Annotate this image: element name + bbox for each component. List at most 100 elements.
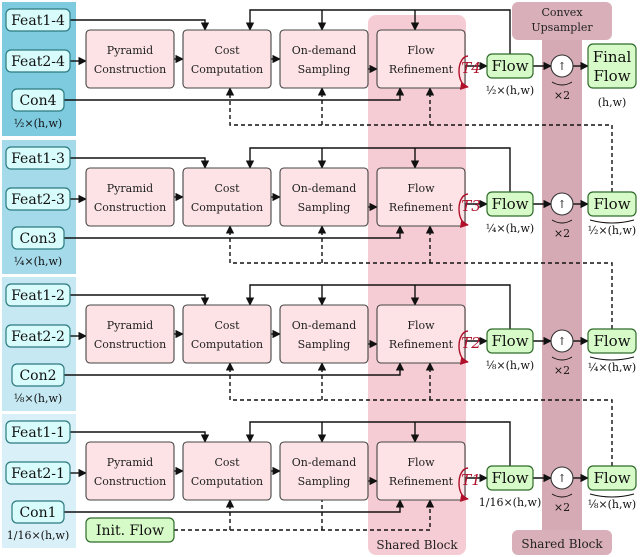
pyramid-construction-box xyxy=(85,304,175,364)
pyramid-construction-line2: Construction xyxy=(94,201,166,214)
flow-scale-label: ⅛×(h,w) xyxy=(486,359,534,372)
feat1-input-label: Feat1-1 xyxy=(11,425,65,441)
upsampled-flow-scale: ½×(h,w) xyxy=(588,224,636,237)
context-scale-label: ½×(h,w) xyxy=(14,117,62,130)
context-to-refinement-edge xyxy=(64,225,405,239)
init-flow-cost-edge xyxy=(174,499,235,531)
pyramid-construction-line2: Construction xyxy=(94,63,166,76)
shared-block-label: Shared Block xyxy=(376,538,458,552)
upsample-brace xyxy=(551,356,573,361)
flow-feedback-cost-edge xyxy=(245,9,511,54)
output-brace xyxy=(589,356,635,361)
pyramid-construction-line2: Construction xyxy=(94,338,166,351)
on-demand-sampling-line1: On-demand xyxy=(292,182,357,195)
upsampled-flow-box xyxy=(587,328,637,354)
cost-computation-line1: Cost xyxy=(214,456,240,469)
feat2-input-box xyxy=(5,49,71,73)
feat1-input-box xyxy=(5,8,71,32)
pyramid-construction-line1: Pyramid xyxy=(107,44,153,57)
flow-scale-label: ½×(h,w) xyxy=(486,84,534,97)
t-iteration-arrow xyxy=(458,193,469,228)
flow-refinement-line1: Flow xyxy=(407,456,435,469)
upsample-symbol: ↑ xyxy=(557,198,566,211)
upsample-factor-label: ×2 xyxy=(554,501,570,514)
t-iteration-label: T4 xyxy=(461,59,481,77)
on-demand-sampling-box xyxy=(279,167,369,227)
on-demand-sampling-line2: Sampling xyxy=(298,475,351,488)
cost-computation-box xyxy=(182,304,272,364)
upsampler-label-line1: Convex xyxy=(541,6,583,19)
cost-computation-line1: Cost xyxy=(214,319,240,332)
context-to-refinement-edge xyxy=(64,499,405,513)
flow-refinement-line2: Refinement xyxy=(389,338,454,351)
flow-box xyxy=(486,191,534,217)
context-input-label: Con2 xyxy=(19,368,56,384)
flow-refinement-line1: Flow xyxy=(407,319,435,332)
context-input-box xyxy=(11,363,65,387)
upsample-brace xyxy=(551,219,573,224)
upsample-node xyxy=(550,192,574,216)
context-input-label: Con4 xyxy=(19,93,56,109)
pyramid-construction-box xyxy=(85,167,175,227)
context-input-label: Con3 xyxy=(19,231,56,247)
levels: Feat1-4Feat2-4Con4½×(h,w)PyramidConstruc… xyxy=(5,8,637,542)
cost-computation-line2: Computation xyxy=(191,475,263,488)
flow-refinement-line2: Refinement xyxy=(389,475,454,488)
feat2-input-label: Feat2-2 xyxy=(11,329,65,345)
feat1-input-label: Feat1-3 xyxy=(11,151,65,167)
context-scale-label: ¼×(h,w) xyxy=(14,255,62,268)
feat1-to-cost-edge xyxy=(70,157,210,169)
on-demand-sampling-line1: On-demand xyxy=(292,319,357,332)
flow-box xyxy=(486,53,534,79)
flow-refinement-line2: Refinement xyxy=(389,63,454,76)
shared-block-upsampler-label-box xyxy=(512,530,612,555)
feat1-input-box xyxy=(5,146,71,170)
flow-refinement-box xyxy=(376,304,466,364)
upsample-factor-label: ×2 xyxy=(554,227,570,240)
feat2-input-label: Feat2-1 xyxy=(11,466,65,482)
feat1-to-cost-edge xyxy=(70,19,210,31)
context-to-refinement-edge xyxy=(64,362,405,376)
context-input-label: Con1 xyxy=(19,505,56,521)
upsampled-flow-box xyxy=(587,465,637,491)
t-iteration-arrow xyxy=(458,330,469,365)
on-demand-sampling-line1: On-demand xyxy=(292,456,357,469)
feat2-input-box xyxy=(5,187,71,211)
upsampled-flow-label: Flow xyxy=(593,195,630,213)
cost-computation-line1: Cost xyxy=(214,44,240,57)
feat1-input-label: Feat1-2 xyxy=(11,288,65,304)
feat2-input-label: Feat2-4 xyxy=(11,54,65,70)
flow-feedback-cost-edge xyxy=(245,147,511,192)
on-demand-sampling-line2: Sampling xyxy=(298,338,351,351)
feat2-input-label: Feat2-3 xyxy=(11,192,65,208)
upsample-node xyxy=(550,466,574,490)
context-scale-label: ⅛×(h,w) xyxy=(14,392,62,405)
feat2-input-box xyxy=(5,461,71,485)
upsampler-shared-block-label: Shared Block xyxy=(521,537,603,551)
t-iteration-label: T2 xyxy=(461,334,481,352)
upsample-brace xyxy=(551,81,573,86)
context-scale-label: 1/16×(h,w) xyxy=(7,529,70,542)
pyramid-construction-line1: Pyramid xyxy=(107,182,153,195)
flow-label: Flow xyxy=(491,57,528,75)
upsampled-flow-label: Flow xyxy=(593,469,630,487)
upsampled-flow-label: Flow xyxy=(593,332,630,350)
final-flow-box xyxy=(587,43,637,89)
context-input-box xyxy=(11,226,65,250)
init-flow-label: Init. Flow xyxy=(96,523,164,539)
upsample-factor-label: ×2 xyxy=(554,89,570,102)
upsample-symbol: ↑ xyxy=(557,60,566,73)
upsampled-flow-scale: ¼×(h,w) xyxy=(588,361,636,374)
upsample-symbol: ↑ xyxy=(557,335,566,348)
level-4: Feat1-4Feat2-4Con4½×(h,w)PyramidConstruc… xyxy=(5,8,574,130)
upsampled-flow-box xyxy=(587,191,637,217)
t-iteration-arrow xyxy=(458,467,469,502)
upsample-factor-label: ×2 xyxy=(554,364,570,377)
on-demand-sampling-box xyxy=(279,441,369,501)
level-2: Feat1-2Feat2-2Con2⅛×(h,w)PyramidConstruc… xyxy=(5,283,637,405)
flow-refinement-box xyxy=(376,441,466,501)
cost-computation-line2: Computation xyxy=(191,63,263,76)
flow-box xyxy=(486,465,534,491)
flow-feedback-cost-edge xyxy=(245,284,511,329)
